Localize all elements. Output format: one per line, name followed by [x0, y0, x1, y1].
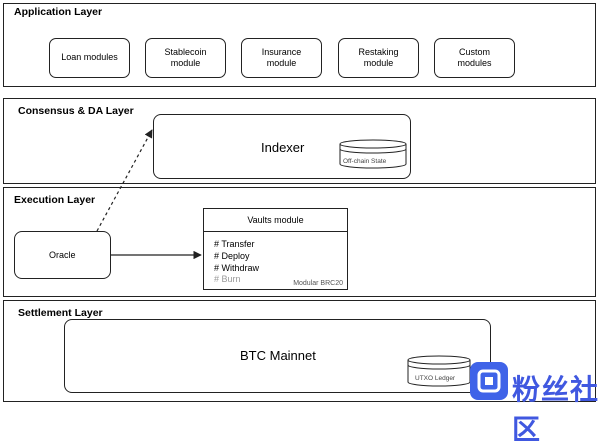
settlement-layer-title: Settlement Layer — [18, 307, 103, 319]
insurance-module-label: Insurance module — [261, 46, 302, 68]
oracle-box: Oracle — [14, 231, 111, 279]
indexer-label: Indexer — [261, 140, 305, 155]
custom-modules-label: Custom modules — [457, 46, 492, 68]
loan-modules-label: Loan modules — [61, 52, 118, 63]
vaults-module-box: Vaults module # Transfer # Deploy # With… — [203, 208, 348, 290]
off-chain-state-label: Off-chain State — [343, 158, 387, 165]
loan-modules-box: Loan modules — [49, 38, 130, 78]
oracle-label: Oracle — [49, 250, 76, 260]
vault-item-transfer: # Transfer — [214, 239, 255, 249]
restaking-module-box: Restaking module — [338, 38, 419, 78]
application-layer-title: Application Layer — [14, 6, 103, 18]
vaults-module-footer: Modular BRC20 — [293, 280, 343, 287]
insurance-module-box: Insurance module — [241, 38, 322, 78]
utxo-ledger-label: UTXO Ledger — [415, 375, 456, 382]
vaults-module-divider — [204, 231, 347, 232]
stablecoin-module-label: Stablecoin module — [164, 46, 207, 68]
vault-item-withdraw: # Withdraw — [214, 263, 260, 273]
watermark-text: 粉丝社区 — [512, 374, 600, 445]
consensus-layer-title: Consensus & DA Layer — [18, 105, 134, 117]
stablecoin-module-box: Stablecoin module — [145, 38, 226, 78]
custom-modules-box: Custom modules — [434, 38, 515, 78]
vault-item-deploy: # Deploy — [214, 251, 250, 261]
indexer-box: Indexer — [153, 114, 411, 179]
vaults-module-title: Vaults module — [247, 215, 304, 225]
execution-layer-title: Execution Layer — [14, 194, 96, 206]
btc-mainnet-label: BTC Mainnet — [240, 348, 316, 363]
watermark-logo-icon — [470, 362, 508, 400]
vault-item-burn: # Burn — [214, 274, 241, 284]
restaking-module-label: Restaking module — [358, 46, 399, 68]
